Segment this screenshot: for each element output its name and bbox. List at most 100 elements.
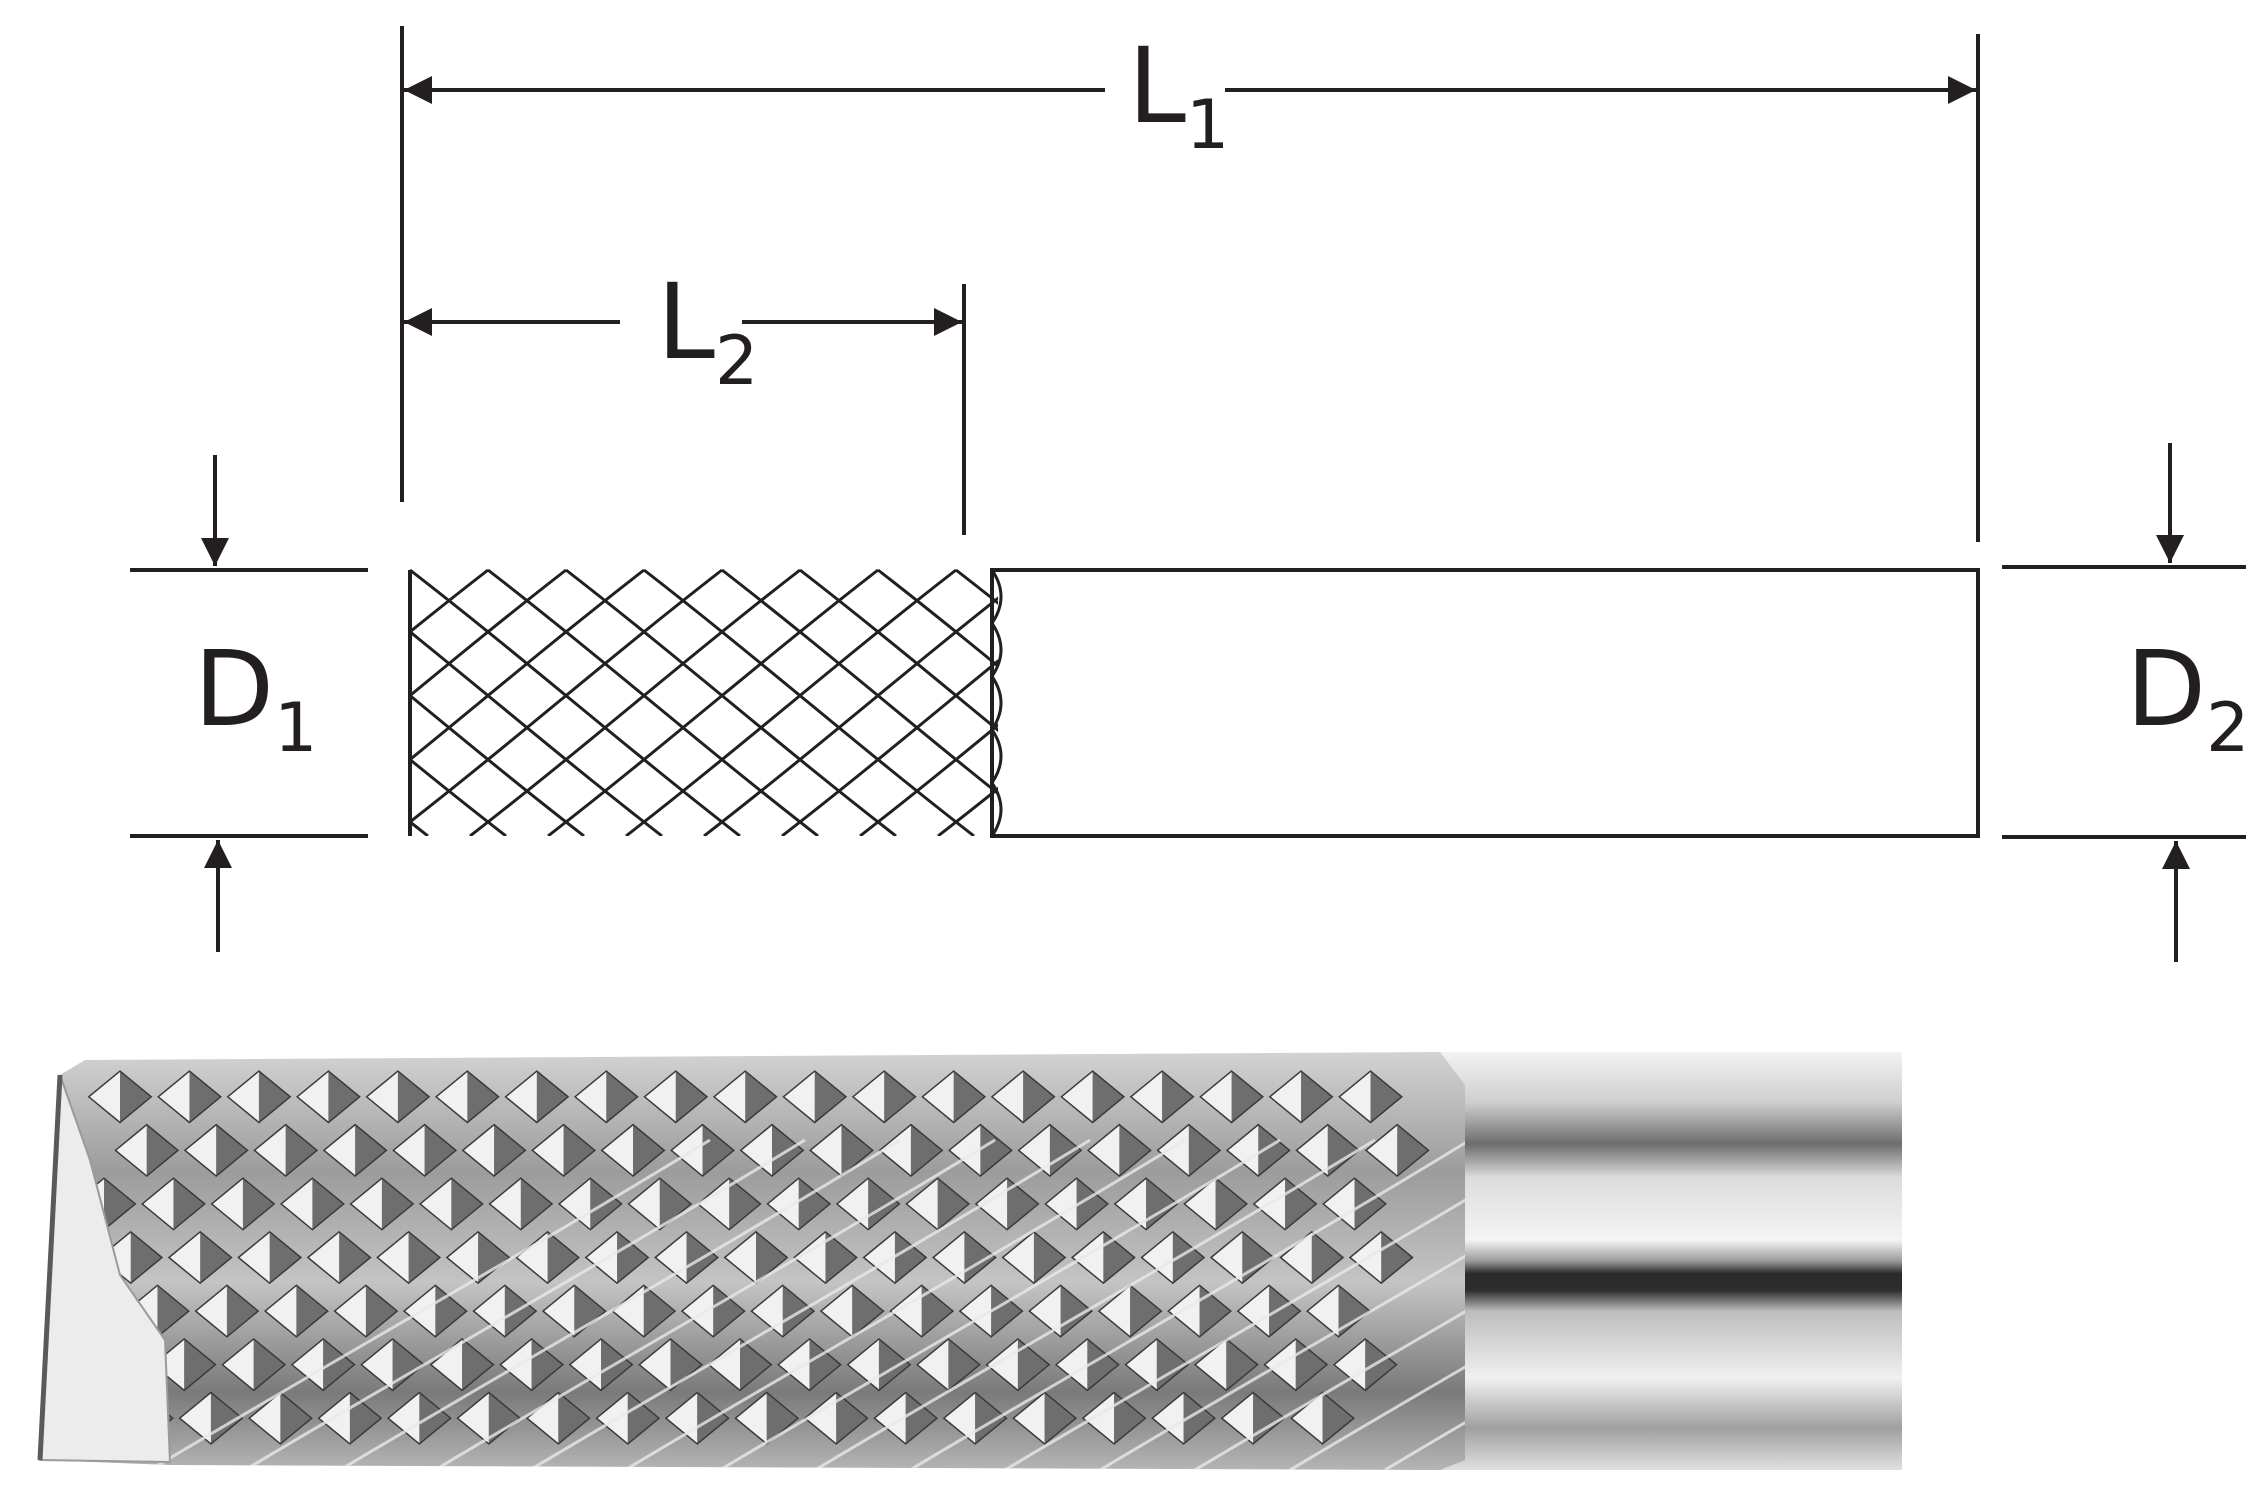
- cutting-tooth: [947, 1123, 1013, 1178]
- flute-line: [410, 629, 663, 836]
- cutting-tooth: [958, 1284, 1024, 1338]
- cutting-tooth: [183, 1123, 249, 1178]
- cutting-tooth: [515, 1230, 581, 1285]
- cutting-tooth: [1236, 1284, 1302, 1338]
- cutting-tooth: [1070, 1230, 1136, 1285]
- flute-line: [469, 568, 801, 836]
- flute-line: [859, 723, 998, 836]
- cutting-tooth: [263, 1284, 329, 1338]
- helical-flute-streak: [149, 1138, 711, 1470]
- flute-line: [410, 568, 567, 698]
- flute-line: [0, 570, 20, 836]
- cutting-tooth: [889, 1284, 955, 1338]
- flute-end-scallop: [990, 569, 1003, 837]
- cutting-tooth: [210, 1177, 276, 1231]
- cutting-tooth: [1322, 1177, 1387, 1231]
- cutting-tooth: [990, 1070, 1056, 1124]
- flute-line: [1502, 570, 1832, 836]
- flute-line: [1034, 570, 1364, 836]
- flute-line: [1424, 570, 1754, 836]
- cutting-tooth: [1060, 1070, 1126, 1124]
- helical-flute-streak: [434, 1138, 996, 1470]
- cutting-tooth: [365, 1070, 431, 1124]
- flute-line: [877, 568, 998, 668]
- cutting-tooth: [777, 1337, 842, 1392]
- cutting-tooth: [627, 1177, 693, 1231]
- tool-photo-cutting-section: [40, 1052, 1465, 1470]
- flute-line: [565, 568, 897, 836]
- cutting-tooth: [226, 1070, 292, 1124]
- cutting-tooth: [247, 1391, 313, 1445]
- cutting-tooth: [1086, 1123, 1152, 1178]
- flute-line: [721, 568, 998, 796]
- helical-flute-streak: [624, 1138, 1186, 1470]
- label-l2: L2: [657, 261, 758, 401]
- cutting-tooth: [1044, 1177, 1110, 1231]
- cutting-tooth: [1364, 1123, 1430, 1178]
- cutting-tooth: [873, 1391, 939, 1445]
- cutting-tooth: [595, 1391, 661, 1445]
- flute-line: [1172, 570, 1502, 836]
- cutting-tooth: [766, 1177, 832, 1231]
- cutting-tooth: [809, 1123, 874, 1178]
- flute-line: [1580, 570, 1910, 836]
- flute-line: [781, 659, 998, 836]
- cutting-tooth: [712, 1070, 778, 1124]
- cutting-tooth: [178, 1391, 244, 1445]
- cutting-tooth: [643, 1070, 709, 1124]
- cutting-tooth: [279, 1177, 345, 1231]
- flute-line: [1016, 570, 1346, 836]
- flute-line: [955, 568, 998, 605]
- tool-photo-shank: [1440, 1052, 1902, 1470]
- cutting-tooth: [141, 1177, 206, 1231]
- helical-flute-streak: [719, 1138, 1281, 1470]
- cutting-tooth: [600, 1123, 666, 1178]
- cutting-tooth: [638, 1337, 703, 1392]
- flute-line: [1250, 570, 1580, 836]
- helical-flute-streak: [1194, 1138, 1465, 1470]
- cutting-tooth: [734, 1391, 800, 1445]
- cutting-tooth: [942, 1391, 1008, 1445]
- cutting-tooth: [445, 1230, 511, 1285]
- cutting-tooth: [915, 1337, 981, 1392]
- cutting-tooth: [573, 1070, 639, 1124]
- cutting-tooth: [488, 1177, 554, 1231]
- cutting-end-scallops: [990, 569, 1003, 837]
- cutting-tooth: [905, 1177, 971, 1231]
- helical-flute-streak: [244, 1138, 806, 1470]
- cutting-tooth: [392, 1123, 458, 1178]
- cutting-tooth: [819, 1284, 885, 1338]
- flute-line: [1190, 570, 1520, 836]
- cutting-tooth: [1199, 1070, 1265, 1124]
- flute-line: [0, 570, 98, 836]
- helical-flute-streak: [529, 1138, 1091, 1470]
- flute-line: [487, 568, 819, 836]
- cutting-tooth: [1338, 1070, 1403, 1124]
- helical-flute-streak: [909, 1138, 1465, 1470]
- cutting-tooth: [723, 1230, 789, 1285]
- cutting-tooth: [1129, 1070, 1195, 1124]
- cutting-tooth: [1156, 1123, 1222, 1178]
- cutting-tooth: [985, 1337, 1051, 1392]
- cutting-tooth: [851, 1070, 917, 1124]
- cutting-tooth: [290, 1337, 356, 1392]
- cutting-tooth: [1151, 1391, 1217, 1445]
- cutting-tooth: [531, 1123, 597, 1178]
- flute-line: [643, 568, 975, 836]
- cutting-tooth: [1268, 1070, 1334, 1124]
- cutting-tooth: [221, 1337, 287, 1392]
- cutting-tooth: [1017, 1123, 1083, 1178]
- flute-line: [410, 757, 507, 836]
- cutting-tooth: [862, 1230, 928, 1285]
- flute-line: [799, 568, 998, 733]
- cutting-tooth: [931, 1230, 997, 1285]
- cutting-tooth: [782, 1070, 848, 1124]
- cutting-tooth: [878, 1123, 944, 1178]
- cutting-tooth: [349, 1177, 415, 1231]
- cutting-tooth: [1225, 1123, 1291, 1178]
- flute-line: [410, 568, 723, 824]
- cutting-tooth: [418, 1177, 484, 1231]
- helical-flute-streak: [339, 1138, 901, 1470]
- label-d1: D1: [194, 628, 317, 768]
- cutting-tooth: [306, 1230, 372, 1285]
